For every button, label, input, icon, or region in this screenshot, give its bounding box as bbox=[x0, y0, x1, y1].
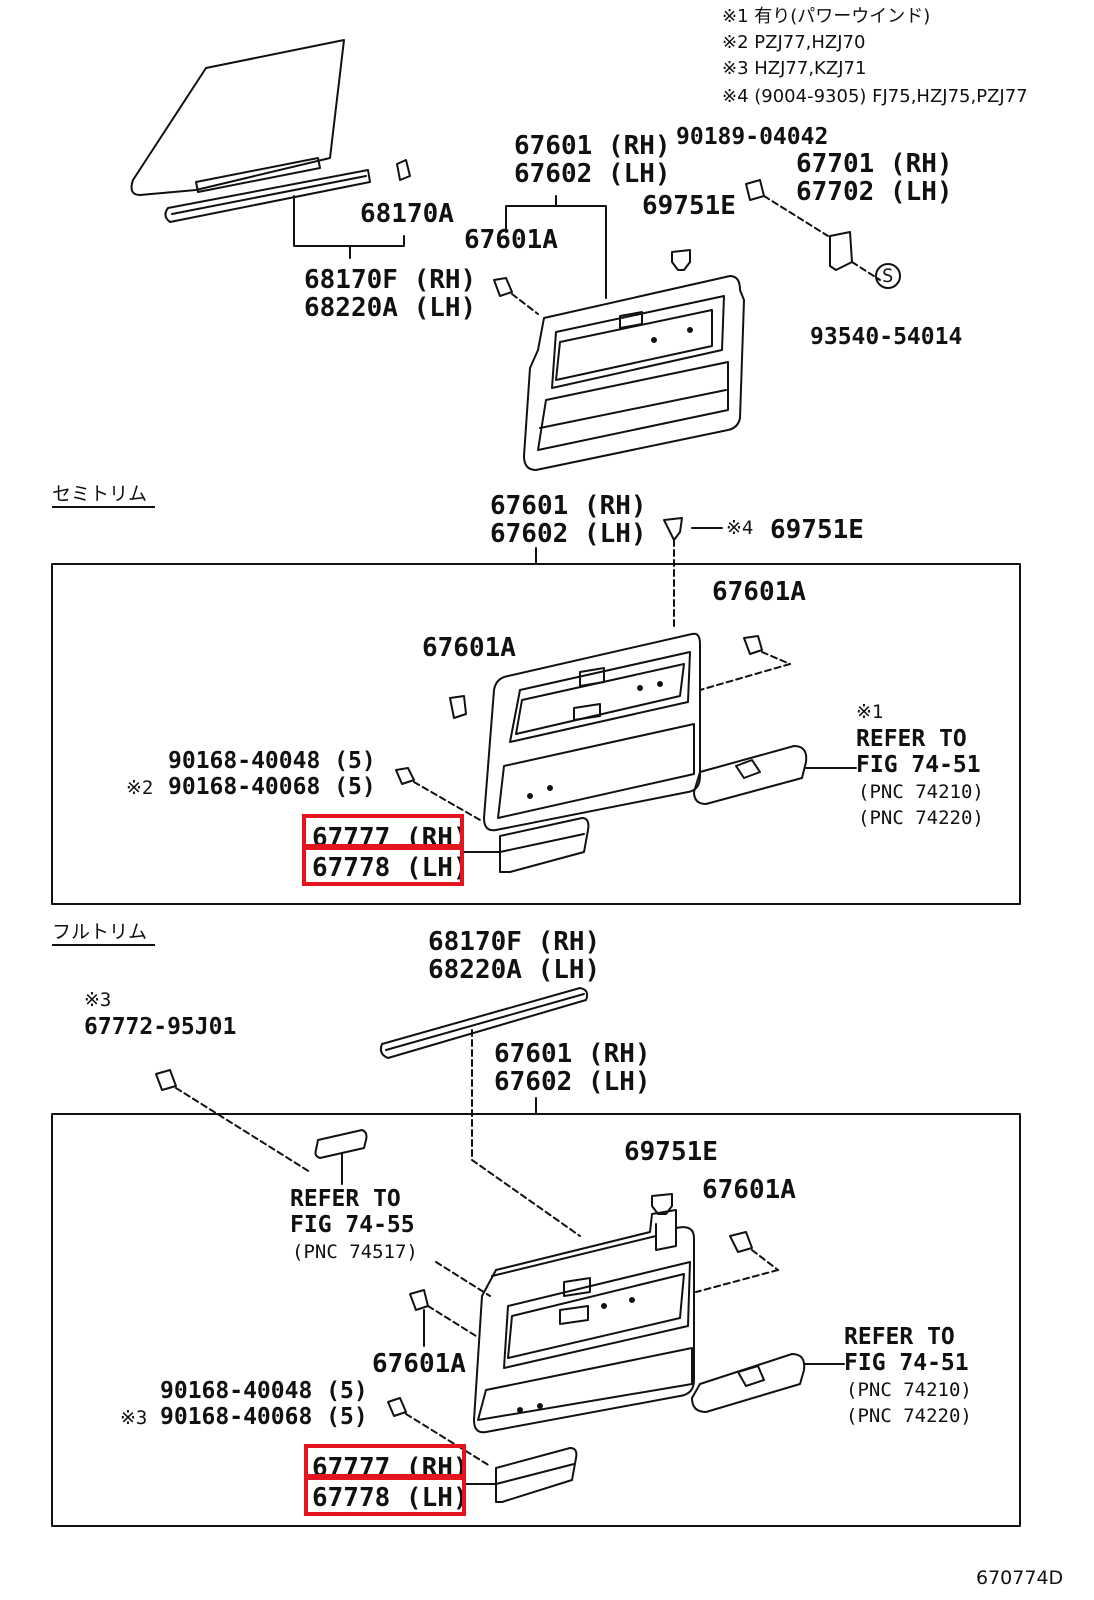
glass-channel bbox=[195, 157, 321, 193]
label-note-2-mark: ※2 bbox=[126, 777, 154, 799]
figure-id: 670774D bbox=[976, 1567, 1064, 1589]
label-note-4-mark: ※4 bbox=[726, 517, 754, 539]
courtesy-lamp bbox=[314, 1129, 368, 1159]
label-fig-74-51-semi: FIG 74-51 bbox=[856, 752, 981, 778]
label-pnc-74220-semi: (PNC 74220) bbox=[858, 807, 984, 829]
label-67601-rh-top: 67601 (RH) bbox=[514, 131, 671, 161]
note-3: ※3 HZJ77,KZJ71 bbox=[722, 58, 867, 79]
label-68220a-lh-top: 68220A (LH) bbox=[304, 293, 477, 323]
label-69751e-top: 69751E bbox=[642, 191, 736, 221]
highlight-67777-semi bbox=[302, 814, 464, 848]
label-67701-rh: 67701 (RH) bbox=[796, 149, 953, 179]
label-67601a-semi-left: 67601A bbox=[422, 633, 516, 663]
label-67702-lh: 67702 (LH) bbox=[796, 177, 953, 207]
door-panel-top bbox=[523, 275, 745, 471]
label-67601a-full-left: 67601A bbox=[372, 1349, 466, 1379]
label-pnc-74210-full: (PNC 74210) bbox=[846, 1379, 972, 1401]
s-mark: S bbox=[882, 265, 894, 287]
label-90189-04042: 90189-04042 bbox=[676, 124, 829, 150]
label-note-1-mark: ※1 bbox=[856, 701, 884, 723]
section-title-full-trim: フルトリム bbox=[52, 920, 156, 946]
s-mark-circle bbox=[875, 263, 901, 289]
label-67601a-top: 67601A bbox=[464, 225, 558, 255]
label-fig-74-55: FIG 74-55 bbox=[290, 1212, 415, 1238]
label-68170f-rh-full: 68170F (RH) bbox=[428, 927, 601, 957]
door-panel-semi bbox=[483, 632, 701, 832]
label-67778-lh-full: 67778 (LH) bbox=[312, 1483, 469, 1513]
handle-full bbox=[691, 1353, 806, 1413]
label-67772-95j01: 67772-95J01 bbox=[84, 1014, 237, 1040]
label-note-3-mark-lamp: ※3 bbox=[84, 989, 112, 1011]
label-note-3-mark-screw: ※3 bbox=[120, 1407, 148, 1429]
label-68220a-lh-full: 68220A (LH) bbox=[428, 955, 601, 985]
pocket-full bbox=[495, 1447, 578, 1503]
label-67778-lh-semi: 67778 (LH) bbox=[312, 853, 469, 883]
label-90168-40068-semi: 90168-40068 (5) bbox=[168, 774, 376, 800]
door-panel-full bbox=[473, 1209, 695, 1434]
label-67601-rh-semi: 67601 (RH) bbox=[490, 491, 647, 521]
label-refer-to-full-1: REFER TO bbox=[290, 1186, 401, 1212]
highlight-67777-full bbox=[304, 1444, 466, 1478]
label-68170a: 68170A bbox=[360, 199, 454, 229]
clip-68170a bbox=[396, 159, 411, 181]
label-90168-40048-semi: 90168-40048 (5) bbox=[168, 748, 376, 774]
label-69751e-full: 69751E bbox=[624, 1137, 718, 1167]
section-title-semi-trim: セミトリム bbox=[52, 482, 156, 508]
label-67601a-semi-right: 67601A bbox=[712, 577, 806, 607]
label-68170f-rh-top: 68170F (RH) bbox=[304, 265, 477, 295]
note-2: ※2 PZJ77,HZJ70 bbox=[722, 32, 866, 53]
label-pnc-74517: (PNC 74517) bbox=[292, 1241, 418, 1263]
handle-semi bbox=[693, 745, 808, 805]
full-trim-frame bbox=[51, 1113, 1021, 1527]
label-67602-lh-semi: 67602 (LH) bbox=[490, 519, 647, 549]
label-fig-74-51-full: FIG 74-51 bbox=[844, 1350, 969, 1376]
label-69751e-semi: 69751E bbox=[770, 515, 864, 545]
highlight-67778-full bbox=[304, 1476, 466, 1516]
label-67602-lh-top: 67602 (LH) bbox=[514, 159, 671, 189]
label-67601a-full-right: 67601A bbox=[702, 1175, 796, 1205]
label-pnc-74210-semi: (PNC 74210) bbox=[858, 781, 984, 803]
label-67601-rh-full: 67601 (RH) bbox=[494, 1039, 651, 1069]
label-90168-40068-full: 90168-40068 (5) bbox=[160, 1404, 368, 1430]
weatherstrip-full bbox=[379, 987, 589, 1059]
note-1: ※1 有り(パワーウインド) bbox=[722, 6, 931, 27]
label-67602-lh-full: 67602 (LH) bbox=[494, 1067, 651, 1097]
label-90168-40048-full: 90168-40048 (5) bbox=[160, 1378, 368, 1404]
label-93540-54014: 93540-54014 bbox=[810, 324, 963, 350]
note-4: ※4 (9004-9305) FJ75,HZJ75,PZJ77 bbox=[722, 86, 1028, 107]
label-refer-to-full-2: REFER TO bbox=[844, 1324, 955, 1350]
label-pnc-74220-full: (PNC 74220) bbox=[846, 1405, 972, 1427]
label-refer-to-semi: REFER TO bbox=[856, 726, 967, 752]
pocket-semi bbox=[499, 817, 590, 873]
highlight-67778-semi bbox=[302, 846, 464, 886]
weatherstrip-top bbox=[164, 169, 371, 223]
window-glass bbox=[130, 39, 345, 196]
cover-top bbox=[829, 231, 853, 271]
